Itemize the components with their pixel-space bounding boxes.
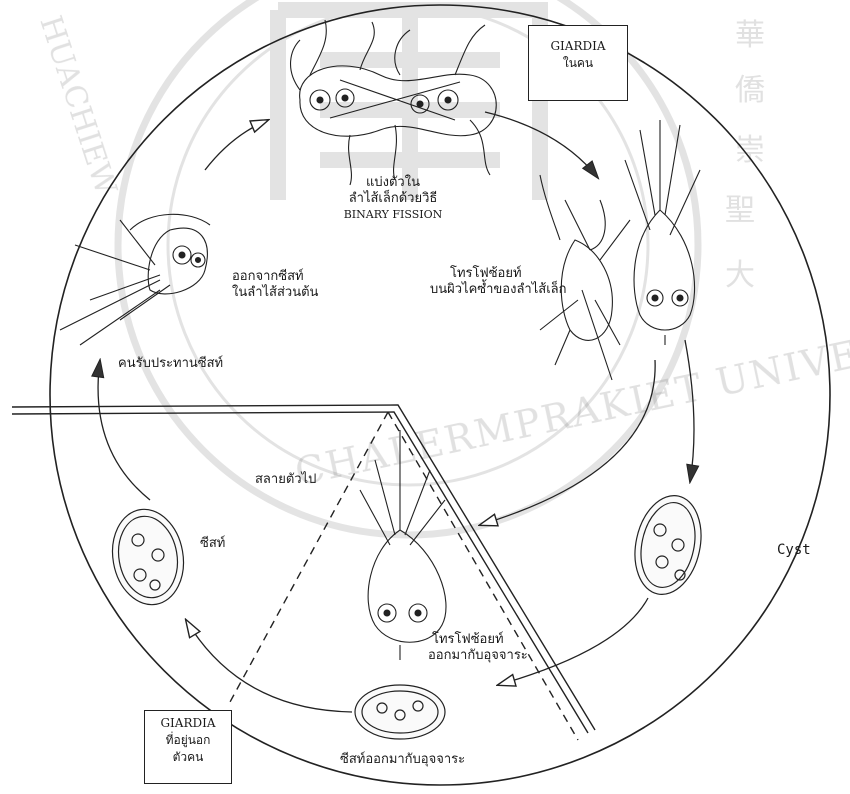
watermark-text: CHALERMPRAKIET UNIVERSITY HUACHIEW 華 僑 崇…: [32, 12, 850, 495]
giardia-outside-box: GIARDIA ที่อยู่นอก ตัวคน: [144, 710, 232, 784]
trophozoite-epithelium-line1: โทรโฟซ้อยท์: [430, 266, 566, 282]
giardia-outside-title: GIARDIA: [145, 715, 231, 732]
trophozoite-epithelium-illustration: [540, 120, 700, 380]
excyst-line2: ในลำไส้ส่วนต้น: [232, 285, 318, 301]
trophozoite-epithelium-line2: บนผิวไคซ้ำของลำไส้เล็ก: [430, 282, 566, 298]
giardia-outside-line3: ตัวคน: [145, 749, 231, 766]
cyst-illustrations: [105, 489, 709, 739]
binary-fission-line3: BINARY FISSION: [318, 207, 468, 223]
excyst-line1: ออกจากซีสท์: [232, 269, 318, 285]
arrow-to-cyst-outside: [186, 620, 352, 712]
binary-fission-label: แบ่งตัวใน ลำไส้เล็กด้วยวิธี BINARY FISSI…: [318, 175, 468, 223]
cyst-thai-label: ซีสท์: [200, 536, 225, 552]
cyst-intestine-illustration: [626, 489, 709, 600]
giardia-in-human-subtitle: ในคน: [529, 55, 627, 72]
trophozoite-feces-label: โทรโฟซ้อยท์ ออกมากับอุจจาระ: [428, 632, 528, 664]
cyst-feces-label: ซีสท์ออกมากับอุจจาระ: [340, 752, 465, 768]
watermark-char-4: 聖: [725, 193, 755, 228]
binary-fission-line1: แบ่งตัวใน: [318, 175, 468, 191]
giardia-in-human-title: GIARDIA: [529, 38, 627, 55]
cyst-feces-illustration: [355, 685, 445, 739]
cyst-outside-illustration: [105, 504, 191, 611]
giardia-outside-line2: ที่อยู่นอก: [145, 732, 231, 749]
watermark-char-2: 僑: [735, 73, 765, 108]
arrow-to-binary-fission: [205, 120, 268, 170]
excystation-illustration: [60, 214, 210, 345]
binary-fission-line2: ลำไส้เล็กด้วยวิธี: [318, 191, 468, 207]
watermark-side-text: HUACHIEW: [32, 12, 123, 200]
watermark-char-1: 華: [735, 18, 765, 53]
watermark-char-5: 大: [725, 258, 755, 293]
trophozoite-feces-line1: โทรโฟซ้อยท์: [428, 632, 528, 648]
ingest-cyst-label: คนรับประทานซีสท์: [118, 356, 223, 372]
watermark-university-text: CHALERMPRAKIET UNIVERSITY: [291, 305, 850, 495]
degenerate-label: สลายตัวไป: [255, 472, 316, 488]
excyst-label: ออกจากซีสท์ ในลำไส้ส่วนต้น: [232, 269, 318, 301]
arrow-to-ingestion: [98, 360, 150, 500]
cyst-en-label: Cyst: [777, 542, 811, 558]
watermark-char-3: 崇: [735, 133, 765, 168]
trophozoite-epithelium-label: โทรโฟซ้อยท์ บนผิวไคซ้ำของลำไส้เล็ก: [430, 266, 566, 298]
giardia-in-human-box: GIARDIA ในคน: [528, 25, 628, 101]
trophozoite-feces-line2: ออกมากับอุจจาระ: [428, 648, 528, 664]
